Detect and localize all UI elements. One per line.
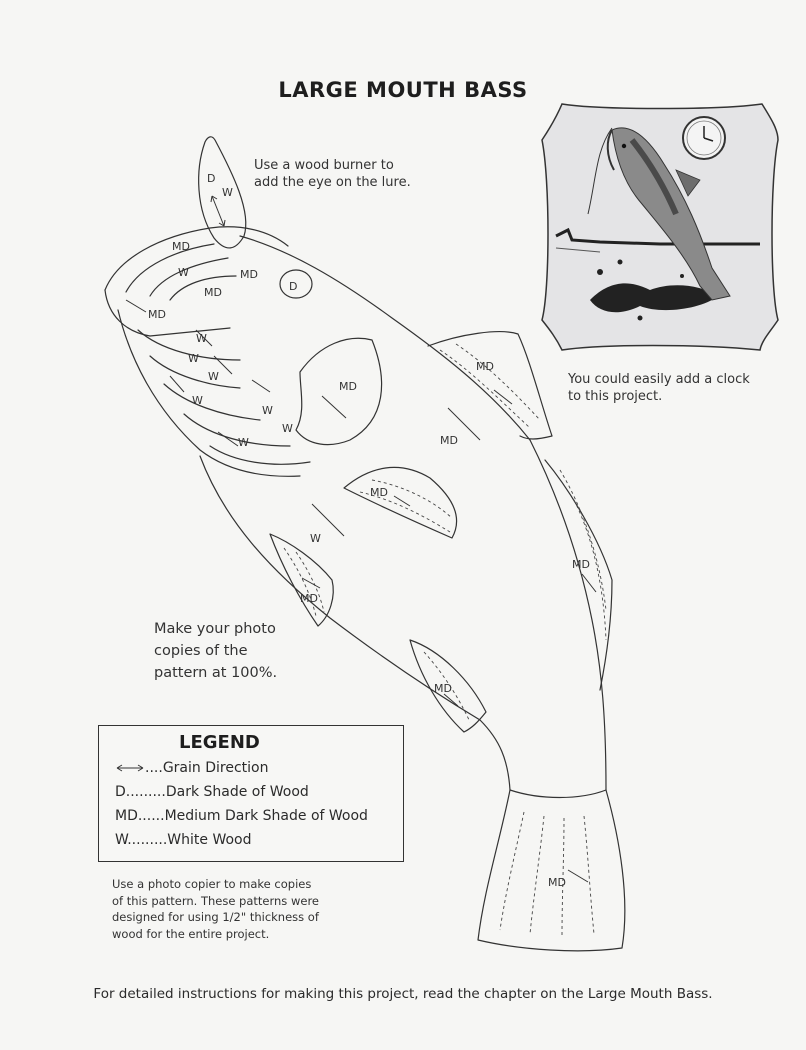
legend-desc: Medium Dark Shade of Wood: [164, 808, 368, 824]
label-gill-w5: W: [262, 404, 273, 417]
preview-fish: [611, 127, 731, 301]
preview-frame: [541, 103, 779, 351]
label-gill-w1: W: [196, 332, 207, 345]
head-outline: [239, 235, 531, 441]
label-jaw-white: W: [178, 266, 189, 279]
anal-fin: [409, 639, 487, 733]
copier-note-line: wood for the entire project.: [112, 926, 270, 941]
label-anal-md: MD: [434, 682, 452, 695]
copier-note-line: of this pattern. These patterns were: [112, 893, 319, 908]
upper-jaw: [104, 226, 289, 291]
label-cover-md: MD: [339, 380, 357, 393]
label-dorsal-md: MD: [476, 360, 494, 373]
label-tail-md: MD: [548, 876, 566, 889]
legend-key: W.........: [115, 832, 168, 848]
lower-jaw: [104, 289, 231, 337]
clock-icon: [682, 116, 726, 160]
label-lure-white: W: [222, 186, 233, 199]
copier-note-line: Use a photo copier to make copies: [112, 877, 312, 891]
label-head-md: MD: [240, 268, 258, 281]
lure-outline: [198, 136, 247, 249]
clock-note-line: to this project.: [568, 389, 663, 404]
label-mouth-md: MD: [204, 286, 222, 299]
photocopy-note-line: Make your photo: [154, 621, 276, 637]
label-jaw-md: MD: [172, 240, 190, 253]
label-eye-dark: D: [289, 280, 297, 293]
clock-note: You could easily add a clock to this pro…: [568, 371, 750, 405]
legend-key: MD......: [115, 808, 165, 824]
label-gill-w7: W: [238, 436, 249, 449]
label-rear-dorsal-md: MD: [572, 558, 590, 571]
label-gill-w6: W: [282, 422, 293, 435]
wood-burner-note-line: add the eye on the lure.: [254, 175, 411, 190]
photocopy-note-line: pattern at 100%.: [154, 665, 278, 681]
copier-note-line: designed for using 1/2" thickness of: [112, 910, 319, 924]
legend-row-white: W.........White Wood: [115, 832, 252, 848]
legend-key: D.........: [115, 784, 166, 800]
legend-key: ....: [145, 760, 163, 776]
clock-note-line: You could easily add a clock: [568, 372, 750, 387]
dorsal-fin: [427, 331, 553, 440]
photocopy-note: Make your photo copies of the pattern at…: [154, 618, 277, 684]
legend-row-medium-dark: MD......Medium Dark Shade of Wood: [115, 808, 368, 824]
label-gill-w3: W: [208, 370, 219, 383]
legend-row-grain: ....Grain Direction: [115, 760, 268, 776]
legend-box: LEGEND ....Grain Direction D.........Dar…: [98, 725, 404, 862]
page-title: LARGE MOUTH BASS: [278, 78, 528, 102]
wood-burner-note-line: Use a wood burner to: [254, 158, 394, 173]
legend-desc: Dark Shade of Wood: [165, 784, 309, 800]
pectoral-fin: [343, 466, 458, 539]
label-back-md: MD: [440, 434, 458, 447]
legend-desc: Grain Direction: [162, 760, 269, 776]
body-outline: [199, 455, 511, 791]
eye-outline: [279, 269, 313, 299]
label-gill-w2: W: [188, 352, 199, 365]
double-arrow-icon: [116, 764, 144, 772]
photocopy-note-line: copies of the: [154, 643, 248, 659]
label-belly-white: W: [310, 532, 321, 545]
tail-fin: [477, 789, 626, 952]
pelvic-fin: [269, 533, 334, 627]
label-gill-w4: W: [192, 394, 203, 407]
copier-note: Use a photo copier to make copies of thi…: [112, 876, 362, 942]
splash: [590, 283, 718, 313]
label-pelvic-md: MD: [300, 592, 318, 605]
legend-row-dark: D.........Dark Shade of Wood: [115, 784, 309, 800]
legend-title: LEGEND: [179, 732, 260, 753]
label-chin-md: MD: [148, 308, 166, 321]
footer-instructions: For detailed instructions for making thi…: [93, 986, 713, 1002]
gill-cover: [295, 337, 383, 446]
label-pectoral-md: MD: [370, 486, 388, 499]
label-lure-dark: D: [207, 172, 215, 185]
legend-desc: White Wood: [167, 832, 252, 848]
wood-burner-note: Use a wood burner to add the eye on the …: [254, 157, 411, 191]
